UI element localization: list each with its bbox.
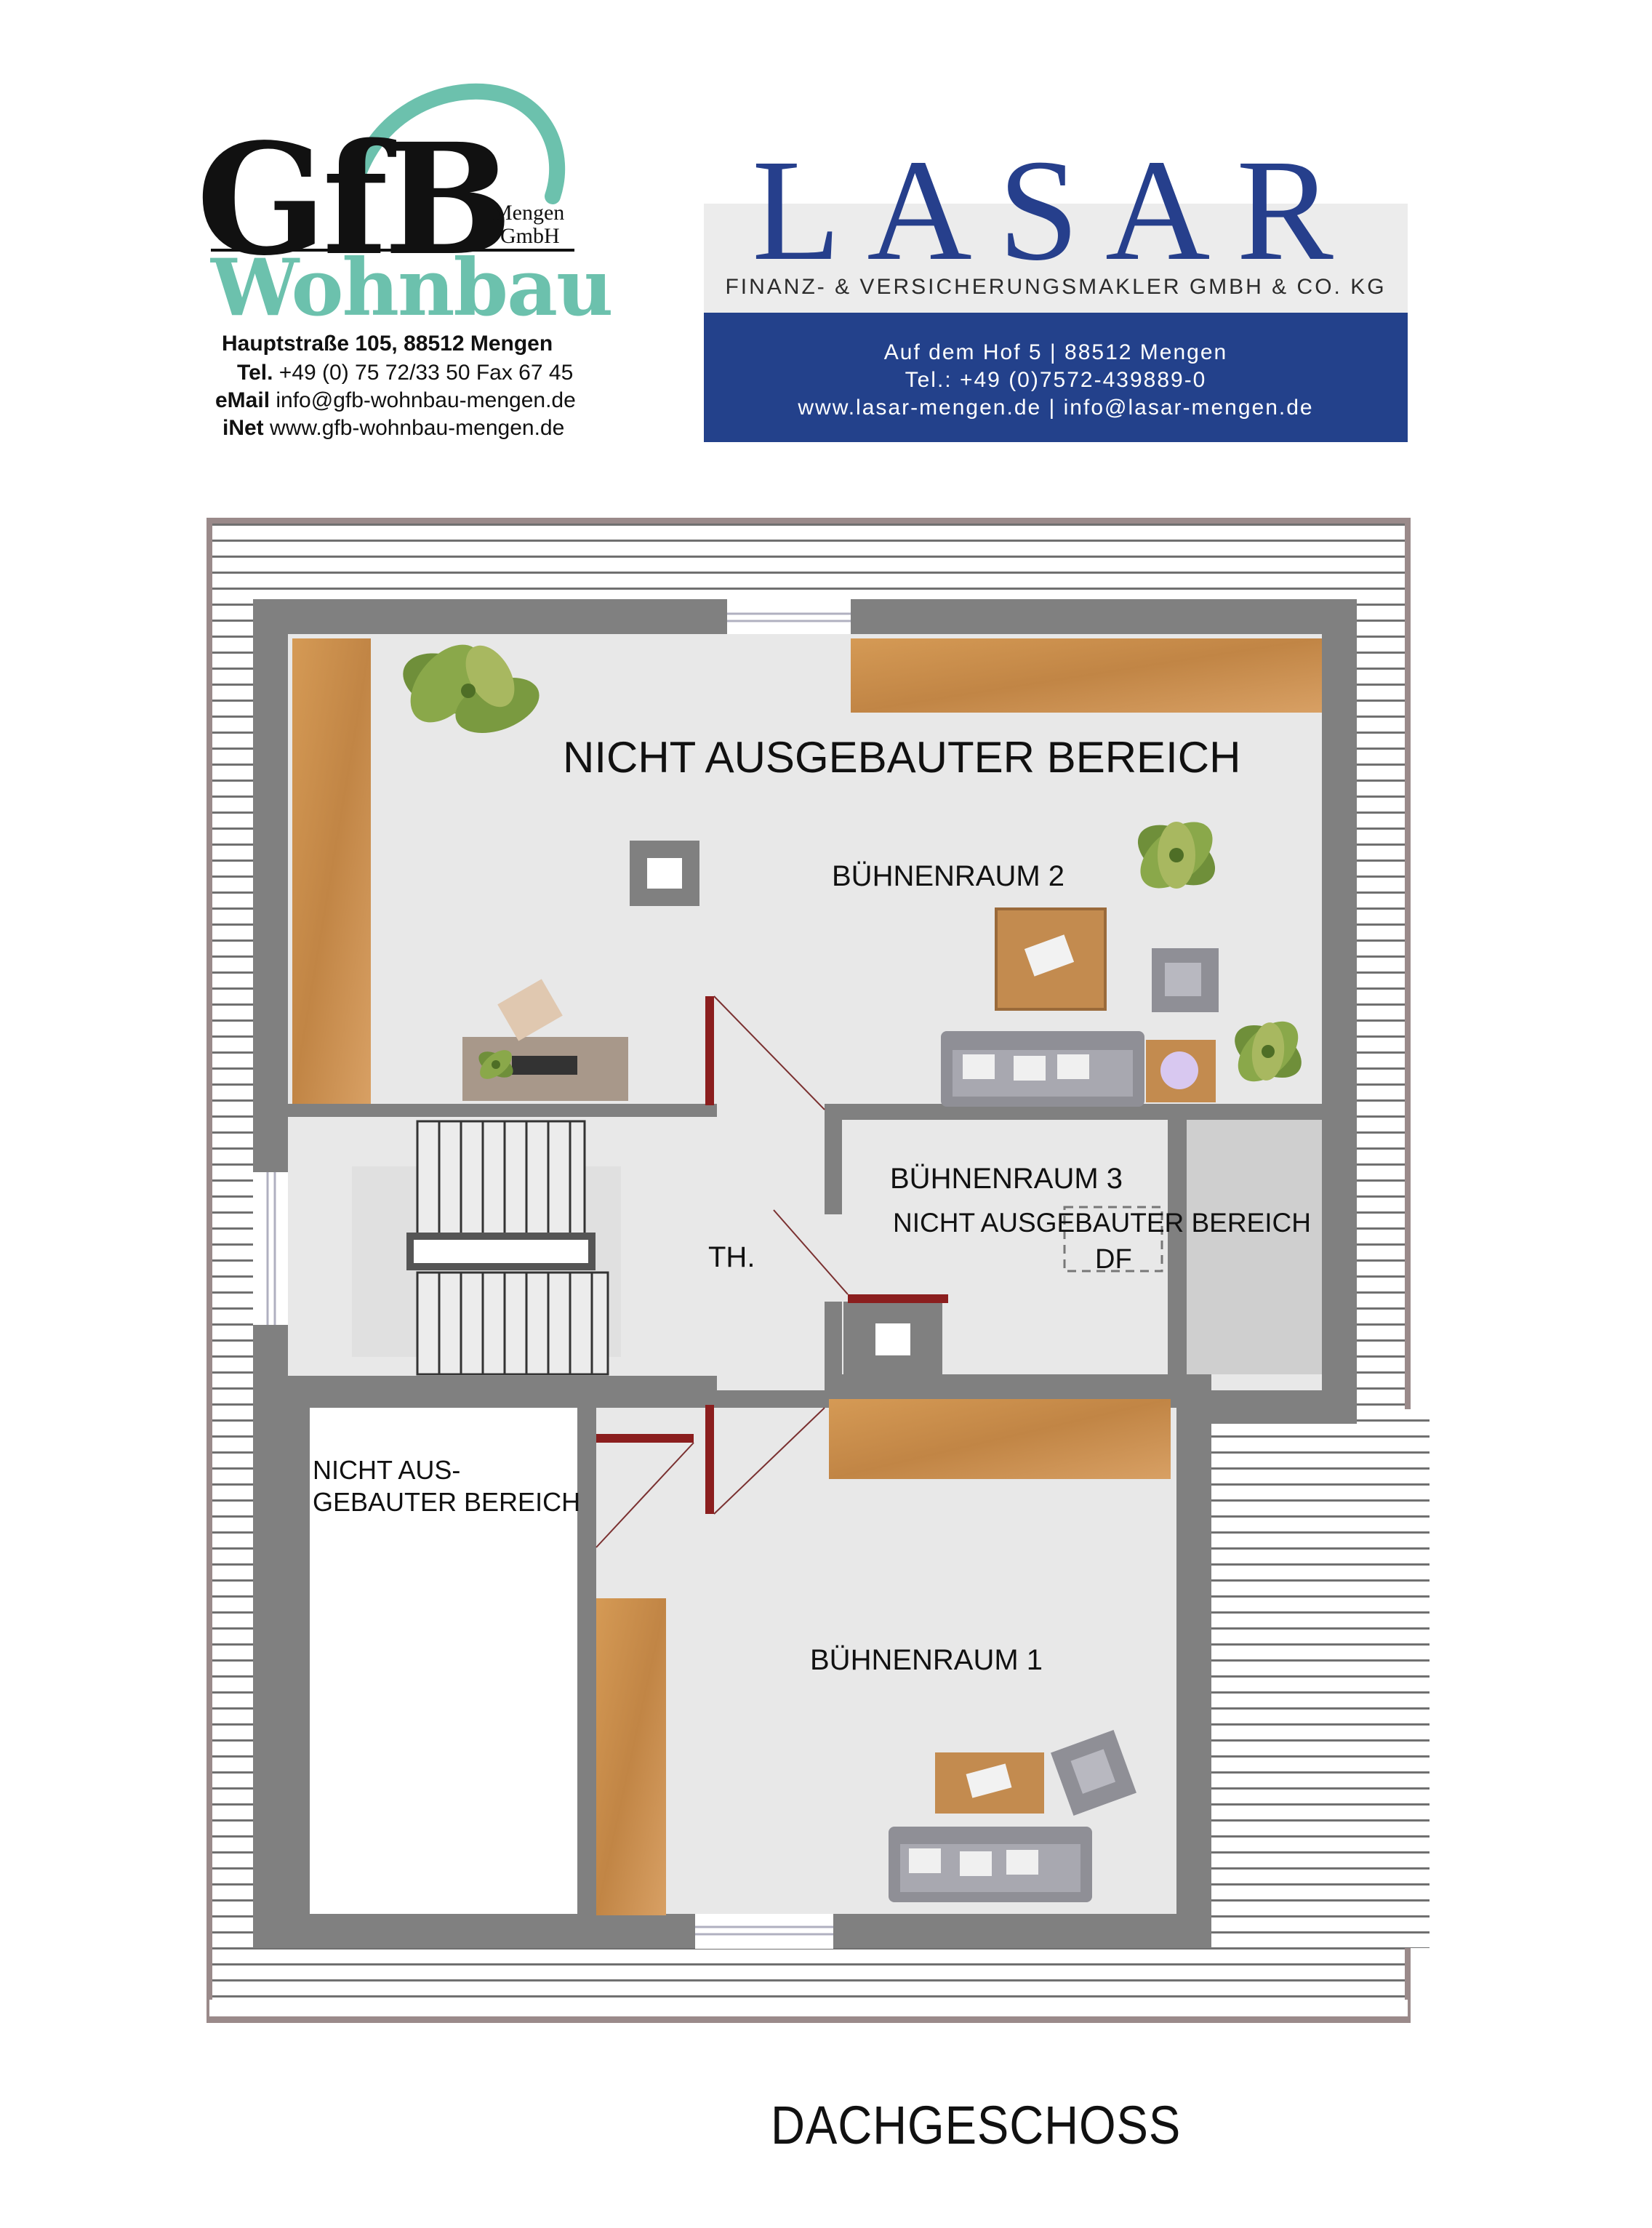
gfb-mengen: Mengen bbox=[493, 201, 565, 225]
lasar-contact-band: Auf dem Hof 5 | 88512 Mengen Tel.: +49 (… bbox=[704, 313, 1408, 442]
df-marker bbox=[1063, 1206, 1163, 1273]
staircase bbox=[352, 1120, 621, 1376]
doors bbox=[596, 995, 948, 1548]
label-th: TH. bbox=[708, 1241, 755, 1273]
chair-icon bbox=[497, 979, 563, 1041]
plant-icon bbox=[1235, 1021, 1302, 1082]
lamp-icon bbox=[1160, 1051, 1198, 1089]
label-room2: BÜHNENRAUM 2 bbox=[832, 860, 1064, 892]
lasar-tel: Tel.: +49 (0)7572-439889-0 bbox=[905, 368, 1207, 392]
gfb-email-label: eMail bbox=[215, 388, 270, 412]
label-unbuilt-top: NICHT AUSGEBAUTER BEREICH bbox=[563, 733, 1240, 782]
book-icon bbox=[1024, 934, 1075, 977]
chimneys bbox=[630, 841, 942, 1374]
plant-icon bbox=[403, 644, 540, 733]
sofa-icon-2 bbox=[889, 1827, 1092, 1902]
gfb-gmbh: GmbH bbox=[500, 224, 560, 248]
plant-icons bbox=[403, 644, 1302, 1082]
label-room3: BÜHNENRAUM 3 bbox=[890, 1163, 1123, 1195]
gfb-tel-value: +49 (0) 75 72/33 50 Fax 67 45 bbox=[278, 361, 574, 385]
sofa-icon bbox=[941, 1031, 1144, 1107]
label-unbuilt-left-2: GEBAUTER BEREICH bbox=[313, 1487, 580, 1517]
furniture bbox=[462, 907, 1219, 1902]
lasar-web: www.lasar-mengen.de | info@lasar-mengen.… bbox=[798, 396, 1314, 420]
gfb-tel-label: Tel. bbox=[237, 361, 273, 385]
label-unbuilt-left-1: NICHT AUS- bbox=[313, 1455, 460, 1485]
room-labels: NICHT AUSGEBAUTER BEREICH BÜHNENRAUM 2 B… bbox=[313, 733, 1311, 1676]
label-unbuilt-room3: NICHT AUSGEBAUTER BEREICH bbox=[893, 1208, 1311, 1238]
gfb-inet-value: www.gfb-wohnbau-mengen.de bbox=[270, 416, 565, 440]
unbuilt-left-area bbox=[301, 1408, 577, 1914]
gfb-wohnbau-logo: GfB Mengen GmbH Wohnbau Hauptstraße 105,… bbox=[196, 73, 614, 451]
wood-beams bbox=[292, 638, 1322, 1915]
lasar-name: LASAR bbox=[752, 130, 1360, 291]
table-icon bbox=[995, 907, 1107, 1011]
windows bbox=[253, 599, 851, 1949]
lasar-top-panel bbox=[704, 204, 1408, 313]
gfb-address: Hauptstraße 105, 88512 Mengen bbox=[222, 332, 553, 356]
plant-icon bbox=[1137, 822, 1216, 889]
lasar-address: Auf dem Hof 5 | 88512 Mengen bbox=[883, 340, 1228, 364]
storage-niche bbox=[1187, 1120, 1322, 1374]
gfb-inet-label: iNet bbox=[222, 416, 264, 440]
plant-icon bbox=[478, 1050, 513, 1079]
lasar-subtitle: FINANZ- & VERSICHERUNGSMAKLER GMBH & CO.… bbox=[725, 275, 1387, 299]
gfb-arc-icon bbox=[341, 83, 566, 226]
label-df: DF bbox=[1095, 1244, 1132, 1275]
lasar-logo: LASAR FINANZ- & VERSICHERUNGSMAKLER GMBH… bbox=[704, 138, 1408, 444]
interior-walls bbox=[288, 1104, 1322, 1914]
gfb-wohnbau-text: Wohnbau bbox=[211, 242, 614, 334]
floorplan: NICHT AUSGEBAUTER BEREICH BÜHNENRAUM 2 B… bbox=[206, 518, 1430, 2023]
label-room1: BÜHNENRAUM 1 bbox=[810, 1644, 1043, 1676]
floor-title: DACHGESCHOSS bbox=[771, 2095, 1182, 2155]
gfb-rule bbox=[211, 249, 574, 252]
gfb-email-value: info@gfb-wohnbau-mengen.de bbox=[276, 388, 576, 412]
